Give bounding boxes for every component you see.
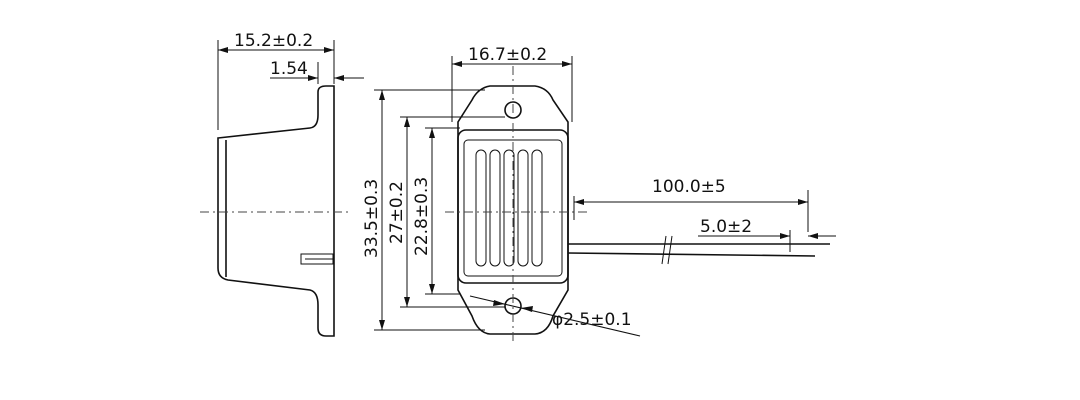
front-view-grille [475,149,543,267]
lead-wire-lower [567,252,816,257]
label-strip-length: 5.0±2 [700,217,752,237]
front-view-flange [457,85,569,335]
dim-side-width: 15.2±0.2 [217,31,335,130]
dim-front-width: 16.7±0.2 [451,45,573,122]
dim-lead-length: 100.0±5 [573,177,809,232]
label-body-height: 22.8±0.3 [412,177,432,256]
label-side-width: 15.2±0.2 [234,31,313,51]
dim-hole-pitch: 27±0.2 [387,116,505,308]
side-view [200,85,348,337]
label-overall-height: 33.5±0.3 [362,179,382,258]
wire-break-mark-1 [661,235,667,265]
dim-body-height: 22.8±0.3 [412,127,460,295]
side-view-outline [217,85,335,337]
label-front-width: 16.7±0.2 [468,45,547,65]
label-lead-length: 100.0±5 [652,177,726,197]
wire-break-mark-2 [667,235,673,265]
dim-strip-length: 5.0±2 [698,217,836,252]
dim-overall-height: 33.5±0.3 [362,89,485,331]
label-hole-diameter: φ2.5±0.1 [552,310,632,330]
label-hole-pitch: 27±0.2 [387,181,407,244]
label-flange-thickness: 1.54 [270,59,308,79]
dim-flange-thickness: 1.54 [270,59,364,84]
dim-hole-diameter: φ2.5±0.1 [469,295,641,337]
front-view [445,66,830,345]
